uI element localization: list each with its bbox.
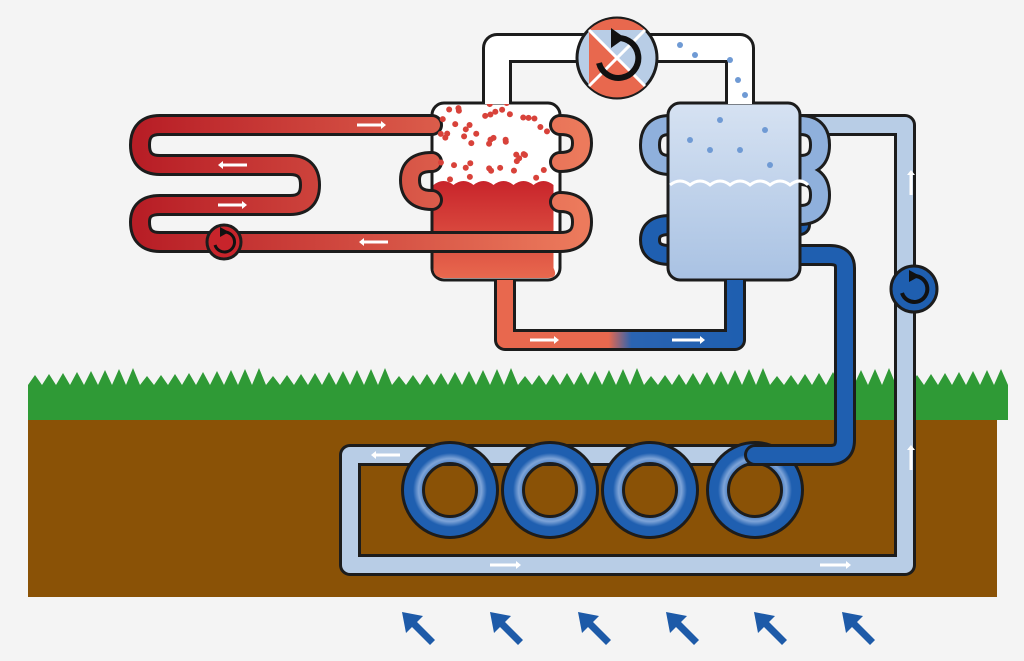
hot-bubble bbox=[520, 151, 527, 158]
evaporator-coil bbox=[638, 114, 832, 226]
hot-bubble bbox=[452, 121, 459, 128]
hot-bubble bbox=[492, 108, 499, 115]
hot-bubble bbox=[461, 133, 468, 140]
hot-bubble bbox=[488, 167, 495, 174]
hot-bubble bbox=[468, 140, 475, 147]
hot-bubble bbox=[499, 106, 506, 113]
hot-bubble bbox=[455, 105, 462, 112]
pump-icon bbox=[205, 223, 243, 261]
heat-arrow-icon bbox=[754, 612, 787, 645]
hot-bubble bbox=[446, 106, 453, 113]
condenser-liquid bbox=[433, 181, 556, 278]
hot-bubble bbox=[473, 130, 480, 137]
hot-bubble bbox=[490, 134, 497, 141]
expansion-pipe bbox=[494, 280, 746, 351]
evaporator-liquid-surface bbox=[669, 179, 810, 187]
cold-bubble bbox=[677, 42, 683, 48]
ground-coil-ring bbox=[504, 444, 596, 536]
hot-bubble bbox=[525, 114, 532, 121]
flow-arrow-icon bbox=[371, 451, 376, 459]
flow-arrow-icon bbox=[516, 561, 521, 569]
hot-bubble bbox=[540, 166, 547, 173]
heat-arrow-icon bbox=[666, 612, 699, 645]
vapor-bubbles-cold bbox=[677, 42, 773, 168]
flow-arrow-icon bbox=[907, 170, 915, 175]
heat-arrow-icon bbox=[842, 612, 875, 645]
hot-bubble bbox=[466, 122, 473, 129]
cold-bubble bbox=[717, 117, 723, 123]
hot-bubble bbox=[497, 164, 504, 171]
hot-bubble bbox=[510, 167, 517, 174]
hot-bubble bbox=[437, 159, 444, 166]
compressor-icon bbox=[575, 16, 659, 100]
heat-arrows bbox=[402, 612, 875, 645]
hot-bubble bbox=[487, 111, 494, 118]
heat-arrow-icon bbox=[578, 612, 611, 645]
hot-bubble bbox=[482, 112, 489, 119]
flow-arrow-icon bbox=[381, 121, 386, 129]
flow-arrow-icon bbox=[242, 201, 247, 209]
ground-coil-ring bbox=[604, 444, 696, 536]
hot-bubble bbox=[447, 176, 454, 183]
heat-arrow-icon bbox=[402, 612, 435, 645]
flow-arrow-icon bbox=[700, 336, 705, 344]
flow-arrow-icon bbox=[554, 336, 559, 344]
hot-bubble bbox=[531, 115, 538, 122]
hot-bubble bbox=[439, 116, 446, 123]
hot-bubble bbox=[462, 164, 469, 171]
flow-arrow-icon bbox=[359, 238, 364, 246]
hot-bubble bbox=[516, 155, 523, 162]
cold-return-pipe bbox=[639, 214, 856, 466]
hot-bubble bbox=[502, 138, 509, 145]
hot-bubble bbox=[520, 114, 527, 121]
cold-bubble bbox=[767, 162, 773, 168]
flow-arrow-icon bbox=[846, 561, 851, 569]
cold-bubble bbox=[762, 127, 768, 133]
cold-bubble bbox=[707, 147, 713, 153]
hot-bubble bbox=[451, 162, 458, 169]
grass bbox=[28, 368, 1008, 420]
ground-coil-ring bbox=[404, 444, 496, 536]
pump-icon bbox=[889, 264, 939, 314]
cold-bubble bbox=[687, 137, 693, 143]
hot-bubble bbox=[437, 130, 444, 137]
evaporator-tank bbox=[666, 101, 802, 282]
cold-bubble bbox=[735, 77, 741, 83]
hot-bubble bbox=[466, 173, 473, 180]
flow-arrows bbox=[218, 121, 915, 569]
heat-arrow-icon bbox=[490, 612, 523, 645]
flow-arrow-icon bbox=[218, 161, 223, 169]
grass-blades bbox=[28, 368, 1008, 420]
cold-bubble bbox=[692, 52, 698, 58]
hot-bubble bbox=[537, 124, 544, 131]
hot-coil-pipe bbox=[129, 114, 593, 253]
flow-arrow-icon bbox=[907, 445, 915, 450]
hot-bubble bbox=[462, 126, 469, 133]
cold-bubble bbox=[737, 147, 743, 153]
hot-bubble bbox=[444, 130, 451, 137]
hot-bubble bbox=[533, 174, 540, 181]
cold-bubble bbox=[742, 92, 748, 98]
hot-bubble bbox=[543, 128, 550, 135]
hot-bubble bbox=[467, 160, 474, 167]
cold-bubble bbox=[727, 57, 733, 63]
hot-bubble bbox=[506, 111, 513, 118]
